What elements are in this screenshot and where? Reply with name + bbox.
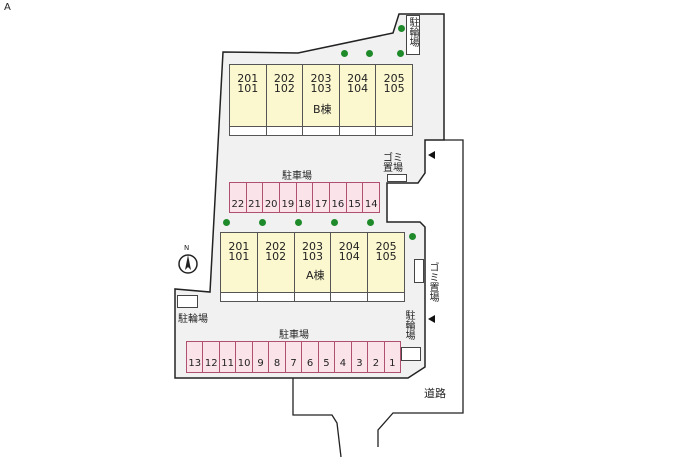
unit-lower-number: 105: [383, 82, 405, 95]
unit-upper-number: 203: [301, 240, 323, 253]
parking-slot: 22: [230, 183, 247, 212]
tree: [366, 50, 373, 57]
unit-upper-number: 205: [383, 72, 405, 85]
balcony-strip: [368, 292, 404, 301]
balcony-strip: [221, 292, 257, 301]
garbage-right-label: ゴミ置場: [427, 262, 438, 302]
unit-upper-number: 205: [375, 240, 397, 253]
road-edge-right: [377, 139, 464, 447]
parking-slot: 16: [330, 183, 347, 212]
parking-slot: 21: [247, 183, 264, 212]
unit-lower-number: 104: [338, 250, 360, 263]
bike-parking-right: [401, 347, 421, 361]
parking-slot: 4: [335, 342, 352, 372]
road-label: 道路: [424, 387, 446, 400]
balcony-strip: [303, 126, 339, 135]
unit-lower-number: 101: [228, 250, 250, 263]
tree: [367, 219, 374, 226]
balcony-strip: [294, 292, 331, 301]
parking-slot: 3: [352, 342, 369, 372]
parking-slot: 18: [297, 183, 314, 212]
north-label: N: [184, 244, 190, 252]
parking-slot: 20: [263, 183, 281, 212]
balcony-strip: [257, 292, 294, 301]
corner-label: A: [4, 2, 11, 13]
balcony-strip: [266, 126, 303, 135]
parking-slot: 12: [203, 342, 220, 372]
unit-upper-number: 202: [273, 72, 295, 85]
entrance-arrow-icon: [428, 151, 435, 159]
unit-upper-number: 204: [347, 72, 369, 85]
parking-slot: 17: [313, 183, 331, 212]
unit-upper-number: 202: [265, 240, 287, 253]
unit-lower-number: 103: [310, 82, 332, 95]
parking-slot: 9: [253, 342, 270, 372]
garbage-top-label: ゴミ置場: [383, 153, 403, 174]
garbage-area-right: [414, 259, 424, 283]
balcony-strip: [376, 126, 412, 135]
bike-parking-top: [406, 15, 420, 55]
north-compass-icon: [178, 254, 198, 274]
bike-parking-top-label: 駐輪場: [407, 17, 418, 47]
parking-slot: 19: [280, 183, 297, 212]
tree: [295, 219, 302, 226]
parking-slot: 6: [302, 342, 319, 372]
garbage-area-top: [387, 174, 407, 182]
parking-slot: 10: [236, 342, 253, 372]
unit-upper-number: 201: [237, 72, 259, 85]
unit-upper-number: 203: [310, 72, 332, 85]
parking-slot: 8: [269, 342, 286, 372]
parking-slot: 1: [389, 358, 396, 369]
parking-slot: 7: [286, 342, 303, 372]
parking-upper-label: 駐車場: [282, 171, 312, 182]
tree: [409, 233, 416, 240]
parking-slot: 13: [187, 342, 204, 372]
parking-slot: 5: [319, 342, 336, 372]
building-b-name: B棟: [313, 103, 332, 116]
bike-parking-left: [177, 295, 198, 308]
parking-lower-label: 駐車場: [279, 330, 309, 341]
unit-lower-number: 104: [347, 82, 369, 95]
entrance-arrow-icon: [428, 315, 435, 323]
balcony-strip: [230, 126, 266, 135]
parking-slot: 2: [368, 342, 385, 372]
parking-slot: 15: [347, 183, 364, 212]
unit-lower-number: 105: [375, 250, 397, 263]
tree: [331, 219, 338, 226]
tree: [398, 25, 405, 32]
tree: [341, 50, 348, 57]
balcony-strip: [331, 292, 368, 301]
parking-slot: 14: [364, 199, 378, 210]
bike-parking-right-label: 駐輪場: [403, 310, 414, 340]
unit-lower-number: 102: [265, 250, 287, 263]
bike-parking-left-label: 駐輪場: [178, 314, 208, 325]
tree: [259, 219, 266, 226]
unit-upper-number: 204: [338, 240, 360, 253]
unit-lower-number: 102: [273, 82, 295, 95]
unit-upper-number: 201: [228, 240, 250, 253]
tree: [397, 50, 404, 57]
parking-slot: 11: [220, 342, 237, 372]
road-edge-left: [292, 378, 342, 458]
tree: [223, 219, 230, 226]
building-a-name: A棟: [306, 269, 325, 282]
unit-lower-number: 103: [301, 250, 323, 263]
unit-lower-number: 101: [237, 82, 259, 95]
balcony-strip: [339, 126, 376, 135]
